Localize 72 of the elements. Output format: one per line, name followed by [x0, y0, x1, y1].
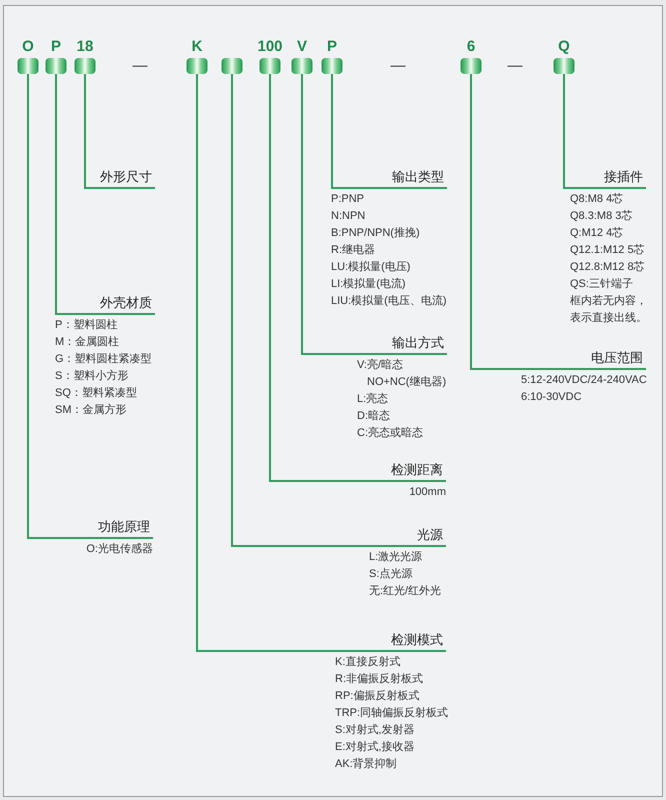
option-text: S:点光源	[369, 566, 412, 582]
option-text: N:NPN	[331, 209, 366, 224]
option-text: R:非偏振反射板式	[335, 672, 423, 687]
code-letter: V	[296, 38, 307, 56]
option-text: V:亮/暗态	[357, 358, 404, 373]
category-heading: 输出方式	[301, 334, 447, 355]
option-text: O:光电传感器	[86, 542, 153, 557]
option-text: 框内若无内容，	[570, 294, 647, 309]
option-text: E:对射式,接收器	[335, 740, 414, 755]
category-heading: 功能原理	[27, 518, 153, 539]
connector-line	[269, 74, 271, 461]
connector-line	[563, 74, 565, 168]
code-letter: 6	[466, 38, 476, 56]
option-text: 表示直接出线。	[570, 310, 647, 326]
connector-line	[27, 74, 29, 518]
connector-line	[331, 74, 333, 168]
option-text: K:直接反射式	[335, 654, 400, 670]
option-text: Q12.8:M12 8芯	[570, 260, 645, 275]
code-letter: Q	[558, 38, 570, 56]
option-text: P:PNP	[331, 192, 364, 207]
option-text: L:激光光源	[369, 550, 422, 565]
connector-line	[196, 74, 198, 631]
connector-line	[470, 74, 472, 349]
option-text: M：金属圆柱	[55, 335, 120, 350]
option-text: 6:10-30VDC	[521, 390, 582, 405]
connector-line	[231, 74, 233, 526]
option-text: C:亮态或暗态	[357, 426, 423, 441]
option-text: LI:模拟量(电流)	[331, 276, 406, 292]
option-text: R:继电器	[331, 243, 375, 258]
option-text: RP:偏振反射板式	[335, 689, 420, 704]
category-heading: 电压范围	[470, 349, 646, 370]
option-text: TRP:同轴偏振反射板式	[335, 706, 448, 721]
category-heading: 外壳材质	[55, 294, 155, 315]
option-text: P：塑料圆柱	[55, 318, 118, 333]
option-text: Q:M12 4芯	[570, 226, 624, 241]
code-letter: O	[22, 38, 34, 56]
category-heading: 输出类型	[331, 168, 447, 189]
option-text: B:PNP/NPN(推挽)	[331, 226, 420, 241]
option-text: LIU:模拟量(电压、电流)	[331, 294, 446, 309]
code-letter: P	[50, 38, 61, 56]
code-letter: 18	[76, 38, 94, 56]
connector-line	[55, 74, 57, 294]
option-text: LU:模拟量(电压)	[331, 260, 410, 275]
separator-dash: —	[390, 57, 406, 75]
option-text: S:对射式,发射器	[335, 723, 414, 738]
category-heading: 检测距离	[269, 461, 446, 482]
option-text: Q12.1:M12 5芯	[570, 243, 645, 258]
category-heading: 光源	[231, 526, 446, 547]
option-text: Q8.3:M8 3芯	[570, 209, 632, 224]
option-text: Q8:M8 4芯	[570, 192, 624, 207]
connector-line	[84, 74, 86, 168]
category-heading: 外形尺寸	[84, 168, 155, 189]
option-text: S：塑料小方形	[55, 368, 128, 384]
option-text: AK:背景抑制	[335, 756, 397, 772]
category-heading: 接插件	[563, 168, 646, 189]
option-text: QS:三针端子	[570, 277, 633, 292]
code-letter: K	[192, 38, 202, 56]
category-heading: 检测模式	[196, 631, 446, 652]
code-letter: P	[326, 38, 337, 56]
option-text: 100mm	[409, 485, 446, 500]
option-text: L:亮态	[357, 392, 388, 407]
option-text: SQ：塑料紧凑型	[55, 386, 137, 401]
separator-dash: —	[132, 57, 148, 75]
option-text: G：塑料圆柱紧凑型	[55, 352, 152, 367]
option-text: SM：金属方形	[55, 402, 126, 418]
code-letter: 100	[257, 38, 283, 56]
separator-dash: —	[508, 57, 522, 75]
option-text: 无:红光/红外光	[369, 584, 442, 599]
connector-line	[301, 74, 303, 334]
option-text: D:暗态	[357, 408, 390, 424]
option-text: NO+NC(继电器)	[367, 375, 446, 390]
option-text: 5:12-240VDC/24-240VAC	[521, 373, 647, 388]
